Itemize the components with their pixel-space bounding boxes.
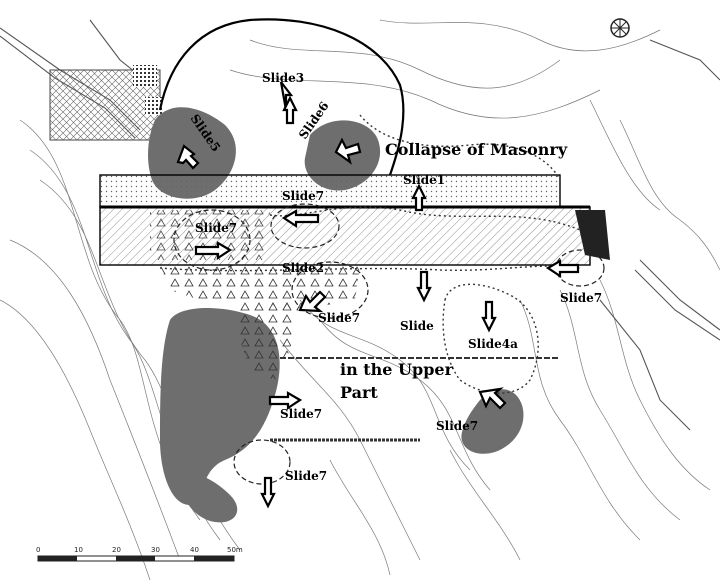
grid-structure-1 <box>133 65 157 87</box>
scale-tick-10: 10 <box>74 546 83 554</box>
scale-tick-20: 20 <box>112 546 121 554</box>
arrow-up-icon <box>279 81 294 111</box>
label-slide4a: Slide4a <box>468 337 518 351</box>
dam-abutment <box>575 210 610 260</box>
label-slide2: Slide2 <box>282 261 324 275</box>
arrow-slide7-east-icon <box>545 259 580 279</box>
dotted-boundary-lower <box>159 265 581 272</box>
arrow-slide1-icon <box>411 183 427 212</box>
masonry-upper-band <box>99 174 561 208</box>
arrow-slide3-icon <box>282 95 298 125</box>
slide3-boundary <box>158 18 405 176</box>
label-slide3: Slide3 <box>262 71 304 85</box>
label-slide7-c: Slide7 <box>318 311 360 325</box>
arrow-slide6-icon <box>334 137 362 165</box>
arrow-slide-down-icon <box>416 270 432 303</box>
arrow-slide5-icon <box>176 144 200 170</box>
label-slide7-f: Slide7 <box>436 419 478 433</box>
dotted-boundary-upper <box>359 114 561 181</box>
scale-tick-50m: 50m <box>227 546 243 554</box>
label-collapse: Collapse of Masonry <box>385 140 568 159</box>
rubble-area <box>160 265 360 310</box>
arrow-slide7-lower-icon <box>260 476 276 509</box>
label-slide1: Slide1 <box>403 173 445 187</box>
grid-structure-2 <box>145 97 163 115</box>
movement-arrows <box>176 81 580 509</box>
dotted-boundary-slide4a <box>442 283 539 394</box>
rubble-area-3 <box>150 210 270 260</box>
arrow-slide4a-icon <box>481 300 497 333</box>
label-slide7-e: Slide7 <box>280 407 322 421</box>
arrow-slide7-mid-icon <box>268 391 303 411</box>
slide7-outlines <box>173 203 605 485</box>
label-upper-line1: in the Upper <box>340 360 454 379</box>
scale-tick-30: 30 <box>151 546 160 554</box>
scale-tick-0: 0 <box>36 546 40 554</box>
arrow-slide7-sw-icon <box>298 290 327 313</box>
scale-tick-40: 40 <box>190 546 199 554</box>
label-slide7-g: Slide7 <box>285 469 327 483</box>
arrow-slide7-left-icon <box>281 209 320 229</box>
label-slide: Slide <box>400 319 434 333</box>
rubble-area-2 <box>240 300 300 380</box>
dotted-boundary-main <box>269 206 581 231</box>
arrow-slide7-diag-icon <box>478 387 507 410</box>
arrow-slide7-right-icon <box>194 241 233 261</box>
label-slide7-a: Slide7 <box>282 189 324 203</box>
label-slide7-b: Slide7 <box>195 221 237 235</box>
label-slide7-d: Slide7 <box>560 291 602 305</box>
label-upper-line2: Part <box>340 383 378 402</box>
scale-bar: 0 10 20 30 40 50m <box>36 546 243 562</box>
